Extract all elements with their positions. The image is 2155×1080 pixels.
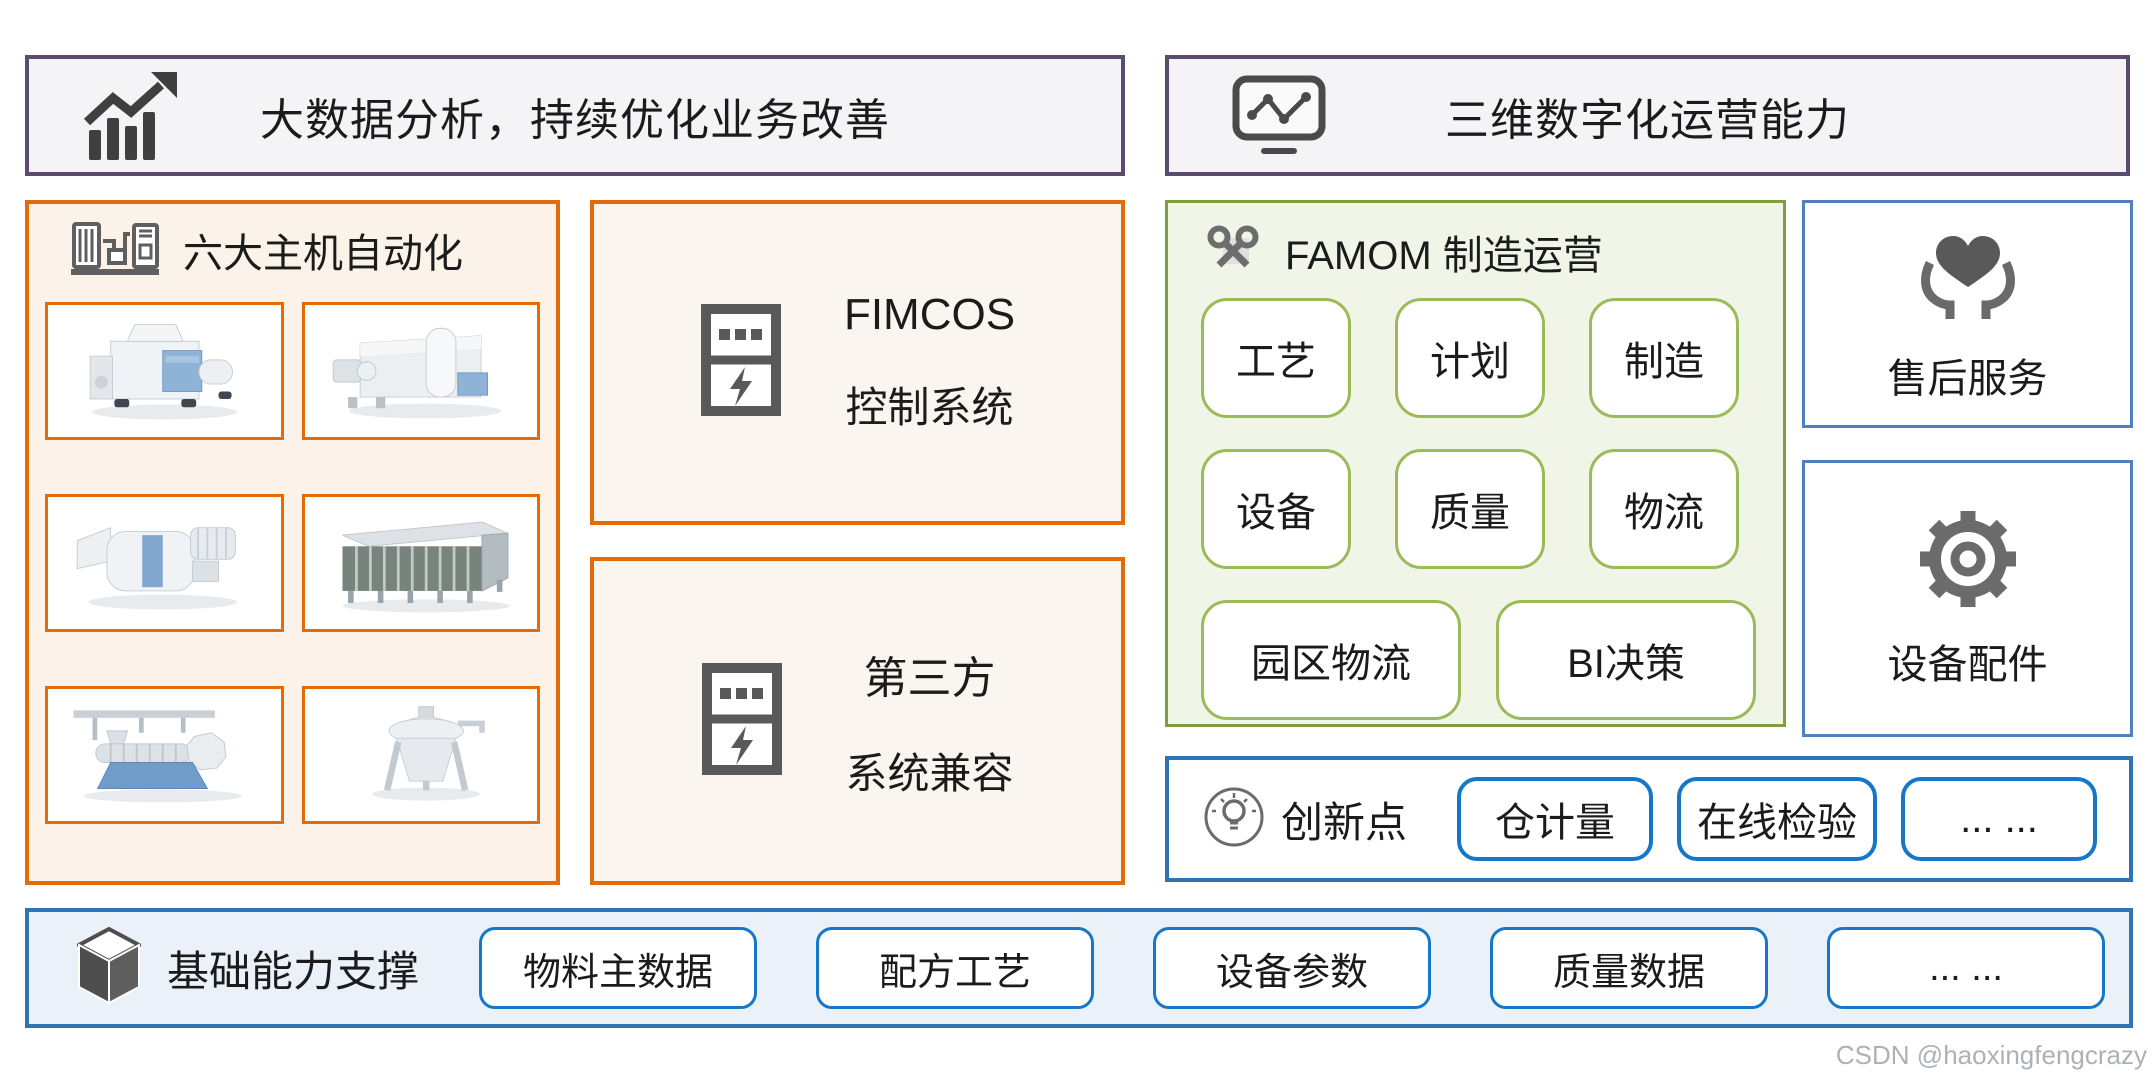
equipment-parts-section: 设备配件 bbox=[1802, 460, 2133, 737]
six-machines-title: 六大主机自动化 bbox=[183, 232, 463, 276]
control-cabinet-icon bbox=[700, 304, 782, 421]
monitor-trend-icon bbox=[1231, 74, 1327, 158]
machine-image-extruder bbox=[45, 686, 284, 824]
foundation-title: 基础能力支撑 bbox=[167, 947, 420, 995]
gear-icon bbox=[1916, 507, 2020, 616]
innovation-item-online-inspection: 在线检验 bbox=[1677, 777, 1878, 861]
foundation-item-more: ... ... bbox=[1827, 927, 2106, 1009]
famom-title: FAMOM 制造运营 bbox=[1285, 234, 1603, 278]
foundation-item-equipment-params: 设备参数 bbox=[1153, 927, 1432, 1009]
lightbulb-icon bbox=[1203, 786, 1265, 853]
foundation-item-material-master-data: 物料主数据 bbox=[479, 927, 758, 1009]
fimcos-title-line2: 控制系统 bbox=[845, 384, 1014, 431]
famom-module-manufacture: 制造 bbox=[1589, 298, 1739, 418]
famom-module-quality: 质量 bbox=[1395, 449, 1545, 569]
after-sales-section: 售后服务 bbox=[1802, 200, 2133, 428]
foundation-items: 物料主数据 配方工艺 设备参数 质量数据 ... ... bbox=[479, 927, 2106, 1009]
famom-section: FAMOM 制造运营 工艺 计划 制造 设备 质量 物流 园区物流 BI决策 bbox=[1165, 200, 1786, 727]
innovation-title: 创新点 bbox=[1281, 798, 1408, 846]
banner-big-data-label: 大数据分析，持续优化业务改善 bbox=[260, 95, 890, 145]
machine-image-hammer-mill bbox=[45, 302, 284, 440]
crossed-wrenches-icon bbox=[1201, 218, 1265, 287]
cube-icon bbox=[74, 926, 144, 1010]
after-sales-label: 售后服务 bbox=[1887, 356, 2048, 401]
innovation-items: 仓计量 在线检验 ... ... bbox=[1457, 777, 2098, 861]
foundation-item-formula-process: 配方工艺 bbox=[816, 927, 1095, 1009]
thirdparty-title-line1: 第三方 bbox=[863, 653, 996, 703]
banner-big-data: 大数据分析，持续优化业务改善 bbox=[25, 55, 1125, 176]
famom-module-logistics: 物流 bbox=[1589, 449, 1739, 569]
thirdparty-title-line2: 系统兼容 bbox=[845, 749, 1014, 797]
control-cabinet-icon bbox=[701, 662, 783, 780]
famom-module-bi-decision: BI决策 bbox=[1496, 600, 1756, 720]
famom-module-planning: 计划 bbox=[1395, 298, 1545, 418]
equipment-parts-label: 设备配件 bbox=[1887, 643, 2048, 687]
fimcos-title-line1: FIMCOS bbox=[843, 290, 1016, 339]
innovation-section: 创新点 仓计量 在线检验 ... ... bbox=[1165, 756, 2133, 882]
heart-in-hands-icon bbox=[1912, 225, 2024, 330]
machine-image-belt-dryer bbox=[301, 494, 540, 632]
banner-3d-digital-label: 三维数字化运营能力 bbox=[1445, 95, 1850, 145]
machine-image-grid bbox=[45, 302, 540, 824]
banner-3d-digital: 三维数字化运营能力 bbox=[1165, 55, 2130, 176]
six-machines-header: 六大主机自动化 bbox=[45, 218, 540, 282]
famom-module-grid: 工艺 计划 制造 设备 质量 物流 bbox=[1201, 298, 1783, 569]
machine-image-batch-cooker bbox=[301, 686, 540, 824]
famom-header: FAMOM 制造运营 bbox=[1201, 219, 1783, 285]
thirdparty-section: 第三方 系统兼容 bbox=[590, 557, 1125, 885]
innovation-item-more: ... ... bbox=[1901, 777, 2098, 861]
famom-module-process: 工艺 bbox=[1201, 298, 1351, 418]
watermark: CSDN @haoxingfengcrazy bbox=[1835, 1040, 2147, 1070]
famom-module-park-logistics: 园区物流 bbox=[1201, 600, 1461, 720]
foundation-section: 基础能力支撑 物料主数据 配方工艺 设备参数 质量数据 ... ... bbox=[25, 908, 2133, 1028]
bar-chart-growth-icon bbox=[81, 71, 181, 160]
machine-image-twin-shaft-mixer bbox=[301, 302, 540, 440]
six-machines-section: 六大主机自动化 bbox=[25, 200, 560, 885]
famom-module-equipment: 设备 bbox=[1201, 449, 1351, 569]
machine-image-pellet-mill bbox=[45, 494, 284, 632]
famom-wide-row: 园区物流 BI决策 bbox=[1201, 600, 1783, 720]
cnc-machine-icon bbox=[69, 219, 161, 282]
fimcos-section: FIMCOS 控制系统 bbox=[590, 200, 1125, 525]
innovation-item-bin-metering: 仓计量 bbox=[1457, 777, 1654, 861]
foundation-item-quality-data: 质量数据 bbox=[1490, 927, 1769, 1009]
